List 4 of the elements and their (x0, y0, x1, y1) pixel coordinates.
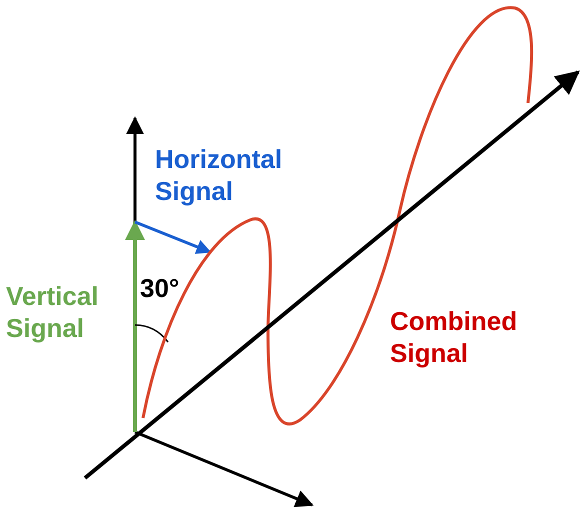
vertical-signal-label: Vertical Signal (6, 280, 100, 344)
horizontal-signal-label: Horizontal Signal (155, 143, 284, 207)
combined-signal-label: Combined Signal (390, 305, 518, 369)
angle-label: 30° (140, 272, 180, 304)
